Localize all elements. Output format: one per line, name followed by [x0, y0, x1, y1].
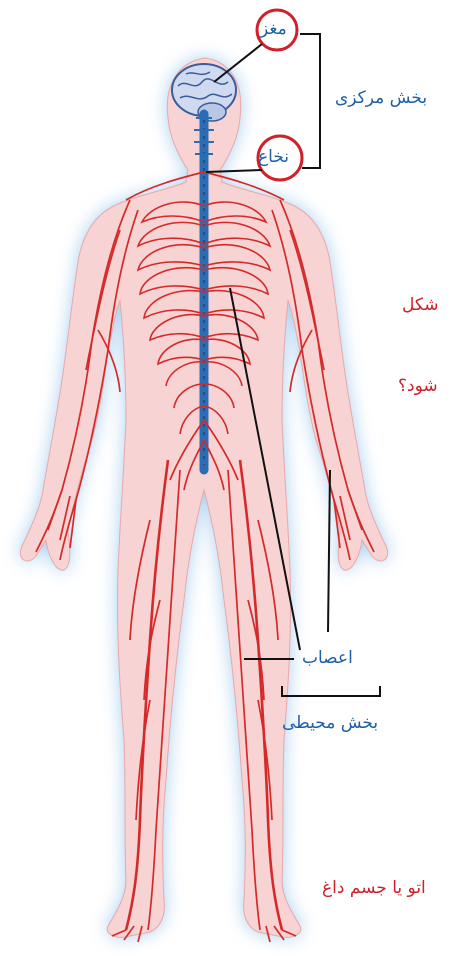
side-text-line-3: اتو یا جسم داغ	[322, 878, 426, 898]
central-part-label: بخش مرکزی	[335, 88, 427, 108]
side-text-line-2: شود؟	[398, 376, 438, 396]
spinal-cord-label: نخاع	[258, 147, 289, 167]
nerves-label: اعصاب	[302, 648, 353, 668]
brain-label: مغز	[260, 19, 287, 39]
side-text-line-1: شکل	[402, 295, 439, 315]
peripheral-part-label: بخش محیطی	[282, 713, 378, 733]
